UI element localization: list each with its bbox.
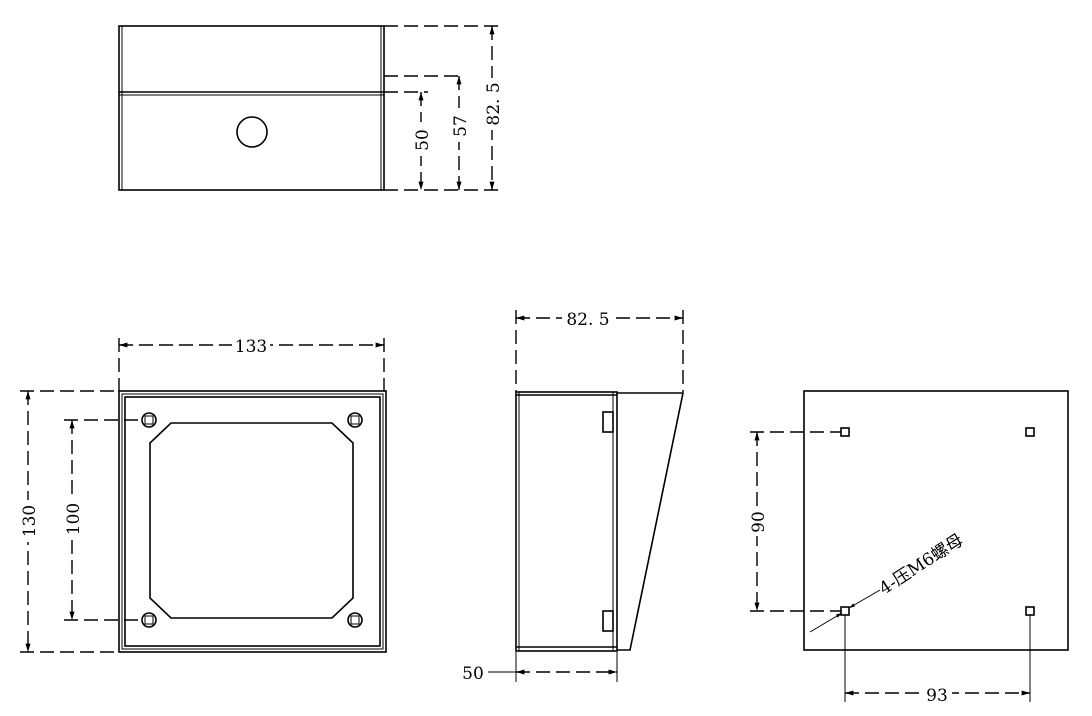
hinge — [602, 610, 614, 632]
dim-50-label: 50 — [413, 129, 433, 151]
dim-100-label: 100 — [64, 503, 84, 535]
window-octagon — [149, 422, 354, 619]
front-view: 133 130 100 — [19, 336, 387, 653]
dim-depth-label: 82. 5 — [566, 310, 609, 330]
dim-93-label: 93 — [926, 686, 948, 706]
nut-icon — [141, 412, 363, 628]
dim-base-label: 50 — [462, 664, 484, 684]
dim-90-label: 90 — [749, 511, 769, 533]
top-view: 50 57 82. 5 — [118, 25, 504, 191]
dim-133-label: 133 — [235, 337, 267, 357]
cable-hole — [236, 116, 268, 148]
mounting-hole-icon — [840, 427, 1035, 616]
side-view: 82. 5 50 — [462, 309, 684, 684]
dim-57-label: 57 — [451, 115, 471, 137]
hinge — [602, 411, 614, 433]
dim-130-label: 130 — [20, 505, 40, 537]
dim-82-5-label: 82. 5 — [484, 82, 504, 125]
nut-note: 4-压M6螺母 — [876, 530, 967, 599]
rear-view: 90 93 4-压M6螺母 — [748, 390, 1069, 706]
